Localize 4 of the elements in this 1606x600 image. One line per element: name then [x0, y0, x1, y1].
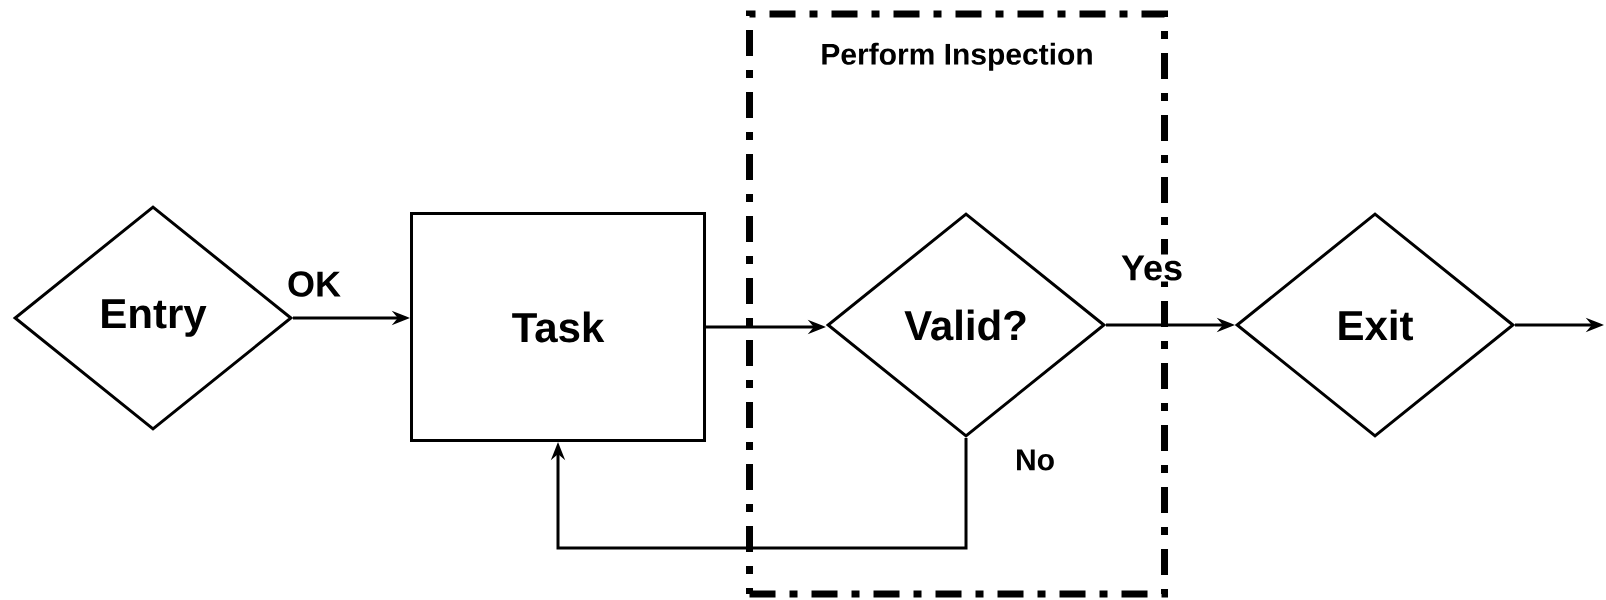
- arrow: [550, 438, 968, 550]
- edge-label: No: [1014, 448, 1056, 472]
- process-box: Task: [410, 212, 706, 442]
- edge-label: Yes: [1120, 254, 1185, 282]
